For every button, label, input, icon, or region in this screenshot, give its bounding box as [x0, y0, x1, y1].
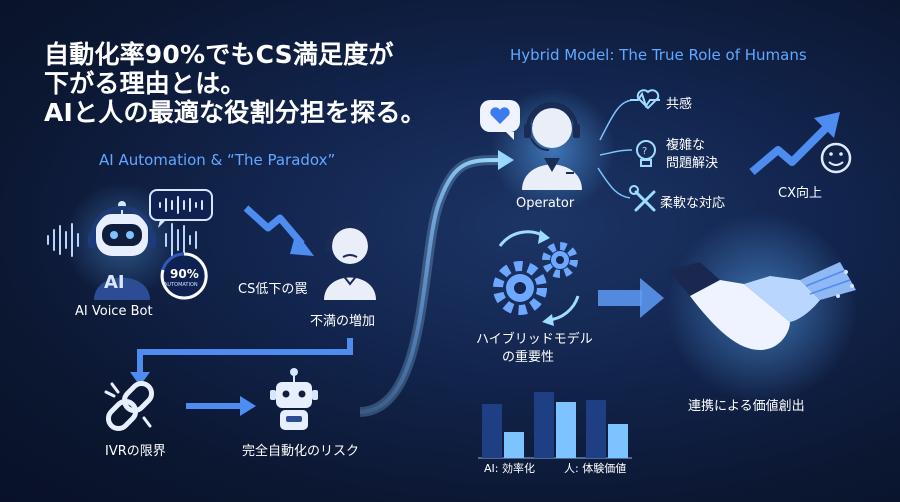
flow-line [359, 158, 501, 414]
ai-voice-bot-label: AI Voice Bot [75, 304, 153, 319]
frustrated-person-icon [324, 222, 376, 300]
flexible-label: 柔軟な対応 [660, 196, 726, 211]
svg-text:?: ? [642, 146, 647, 157]
headline: 自動化率90%でもCS満足度が 下がる理由とは。 AIと人の最適な役割分担を探る… [44, 40, 426, 127]
cx-up-arrow-icon [749, 112, 840, 176]
down-trend-arrow-icon [243, 205, 314, 256]
gauge-value: 90% [170, 267, 199, 281]
chart-bar [608, 424, 628, 458]
chart-label-human: 人: 体験価値 [564, 462, 627, 475]
headline-line-1: 自動化率90%でもCS満足度が [44, 40, 394, 69]
ai-robot-icon [88, 201, 156, 300]
ivr-limit-label: IVRの限界 [105, 444, 166, 459]
hybrid-label-2: の重要性 [502, 350, 555, 365]
robot-icon [270, 368, 318, 430]
heart-bubble-icon [480, 100, 520, 140]
right-arrow [186, 396, 256, 416]
return-arrow [130, 338, 353, 386]
complex-problem-label-1: 複雑な [666, 138, 706, 153]
chart-bar [534, 392, 554, 458]
headline-line-2: 下がる理由とは。 [44, 69, 246, 98]
chart-bar [586, 400, 606, 458]
empathy-label: 共感 [666, 97, 693, 112]
speech-bubble-icon [149, 189, 213, 228]
complex-problem-label-2: 問題解決 [666, 156, 719, 171]
cs-trap-label: CS低下の罠 [238, 282, 308, 297]
big-right-arrow [598, 278, 664, 318]
operator-icon [522, 102, 582, 190]
bar-chart [478, 392, 632, 459]
gauge-caption: AUTOMATION [164, 282, 198, 288]
chart-label-ai: AI: 効率化 [484, 462, 535, 475]
tools-icon [629, 185, 656, 212]
heartbeat-icon [630, 89, 660, 110]
chart-bar [504, 432, 524, 458]
chart-bar [482, 404, 502, 458]
dissatisfaction-label: 不満の増加 [310, 314, 376, 329]
sound-wave-left [47, 223, 79, 257]
headline-line-3: AIと人の最適な役割分担を探る。 [44, 98, 426, 127]
question-bulb-icon: ? [636, 140, 656, 167]
smiley-icon [820, 142, 852, 174]
collab-label: 連携による価値創出 [688, 399, 805, 414]
right-section-title: Hybrid Model: The True Role of Humans [510, 46, 807, 64]
chart-bar [556, 402, 576, 458]
ai-badge: AI [104, 272, 125, 293]
left-section-title: AI Automation & “The Paradox” [99, 151, 336, 169]
operator-label: Operator [516, 196, 575, 211]
broken-chain-icon [104, 380, 155, 432]
full-auto-risk-label: 完全自動化のリスク [242, 444, 360, 459]
gears-icon [493, 230, 580, 326]
cx-up-label: CX向上 [778, 186, 822, 201]
hybrid-label-1: ハイブリッドモデル [476, 332, 593, 347]
handshake-icon [668, 262, 856, 350]
automation-gauge [160, 252, 208, 300]
sound-wave-right [165, 223, 197, 257]
